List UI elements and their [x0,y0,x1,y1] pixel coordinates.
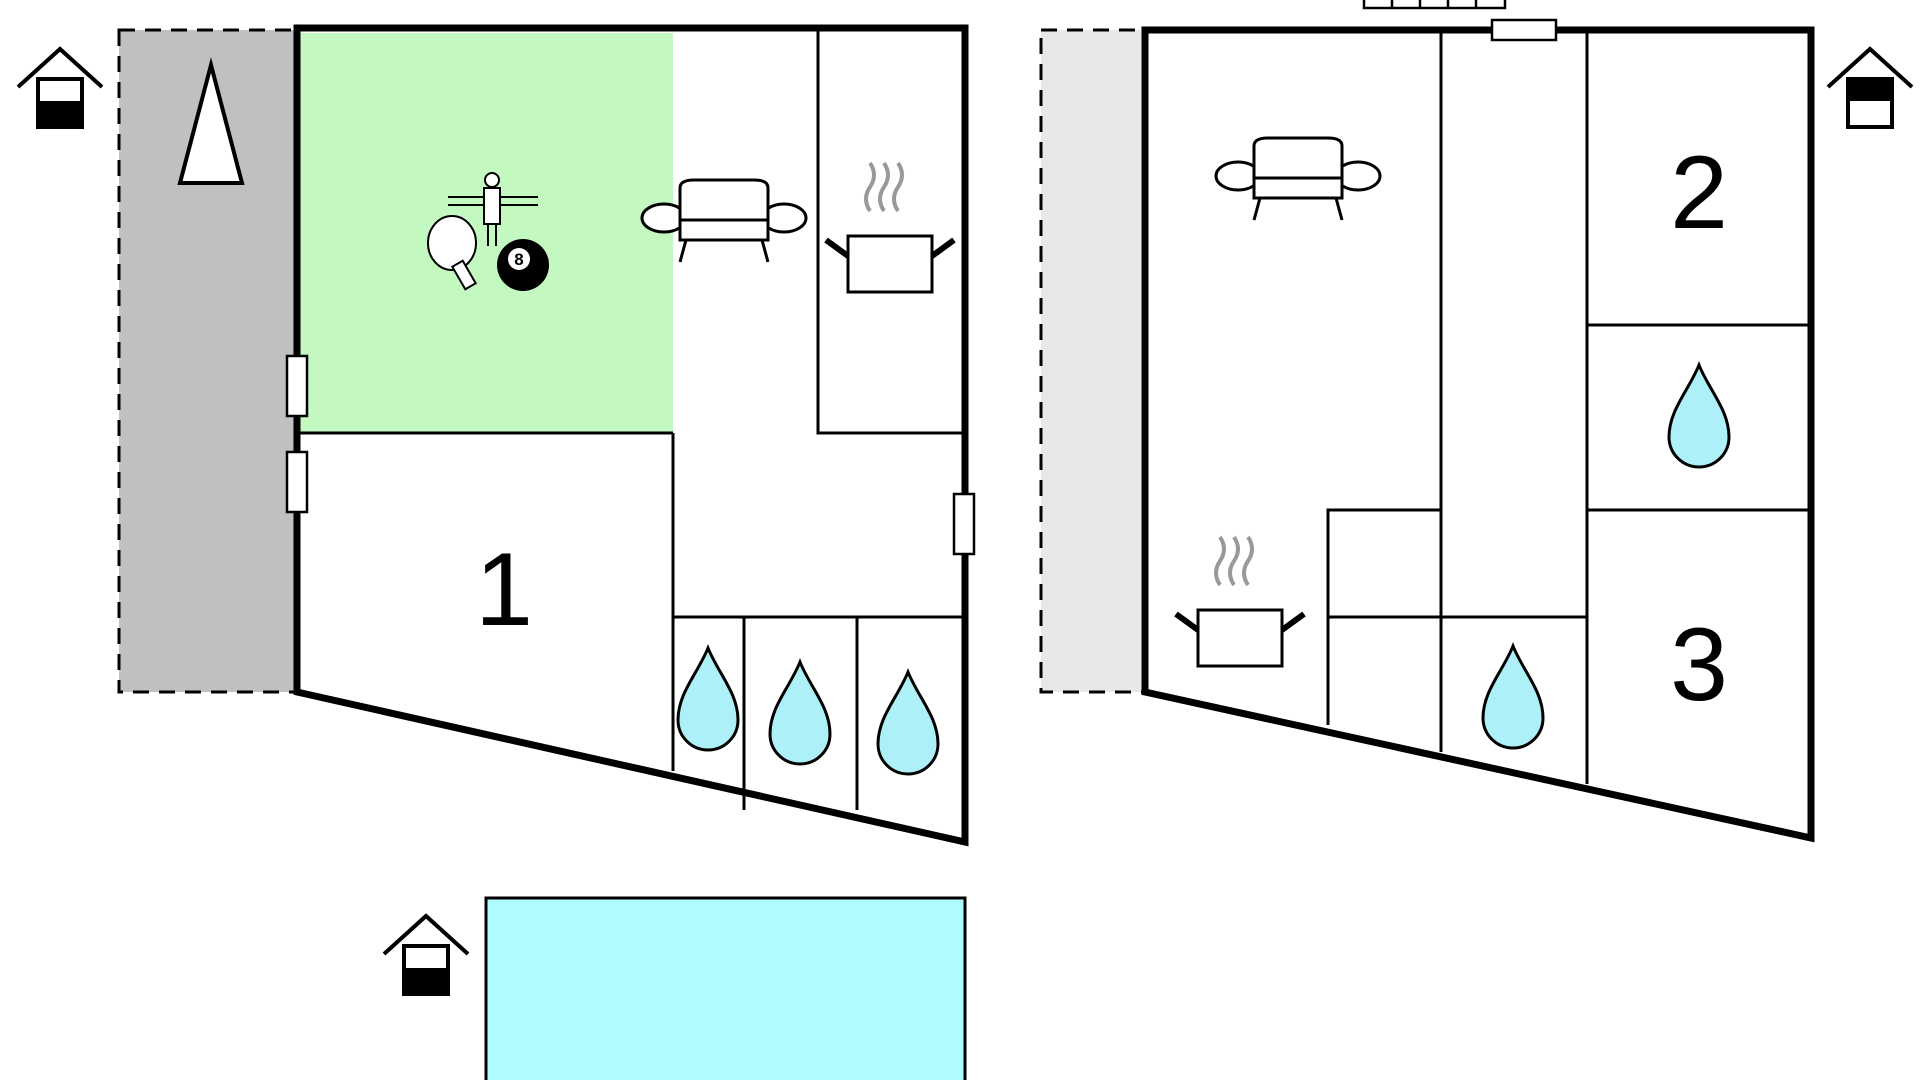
water-drop-icon [1481,644,1545,750]
water-drop-icon [676,646,740,752]
upper-interior-walls [1326,33,1808,784]
floor-level-icon [382,914,470,996]
upper-outer-walls [1141,26,1815,843]
upper-floor: 2 3 [1039,0,1914,843]
window-icon [1490,18,1558,42]
ground-interior-walls [297,30,962,810]
water-drop-icon [768,660,832,766]
billiard-ball-number: 8 [514,250,523,269]
ground-floor: 1 8 [16,24,976,847]
water-drop-icon [876,670,940,776]
north-arrow-icon [177,57,245,185]
window-icon [285,450,309,514]
room-label-1: 1 [475,532,533,648]
floor-level-icon [16,47,104,129]
kitchen-pot-icon [826,163,954,292]
room-label-2: 2 [1670,135,1728,251]
stairs-icon [1362,0,1507,10]
room-label-3: 3 [1670,607,1728,723]
game-room-area [300,33,673,433]
pool-area [382,896,967,1080]
water-drop-icon [1667,363,1731,469]
floor-level-icon [1826,47,1914,129]
kitchen-pot-icon [1176,537,1304,666]
swimming-pool [484,896,967,1080]
window-icon [952,492,976,556]
sofa-icon [1214,136,1382,222]
upper-terrace [1039,28,1147,694]
window-icon [285,354,309,418]
game-room-icon: 8 [427,172,549,291]
